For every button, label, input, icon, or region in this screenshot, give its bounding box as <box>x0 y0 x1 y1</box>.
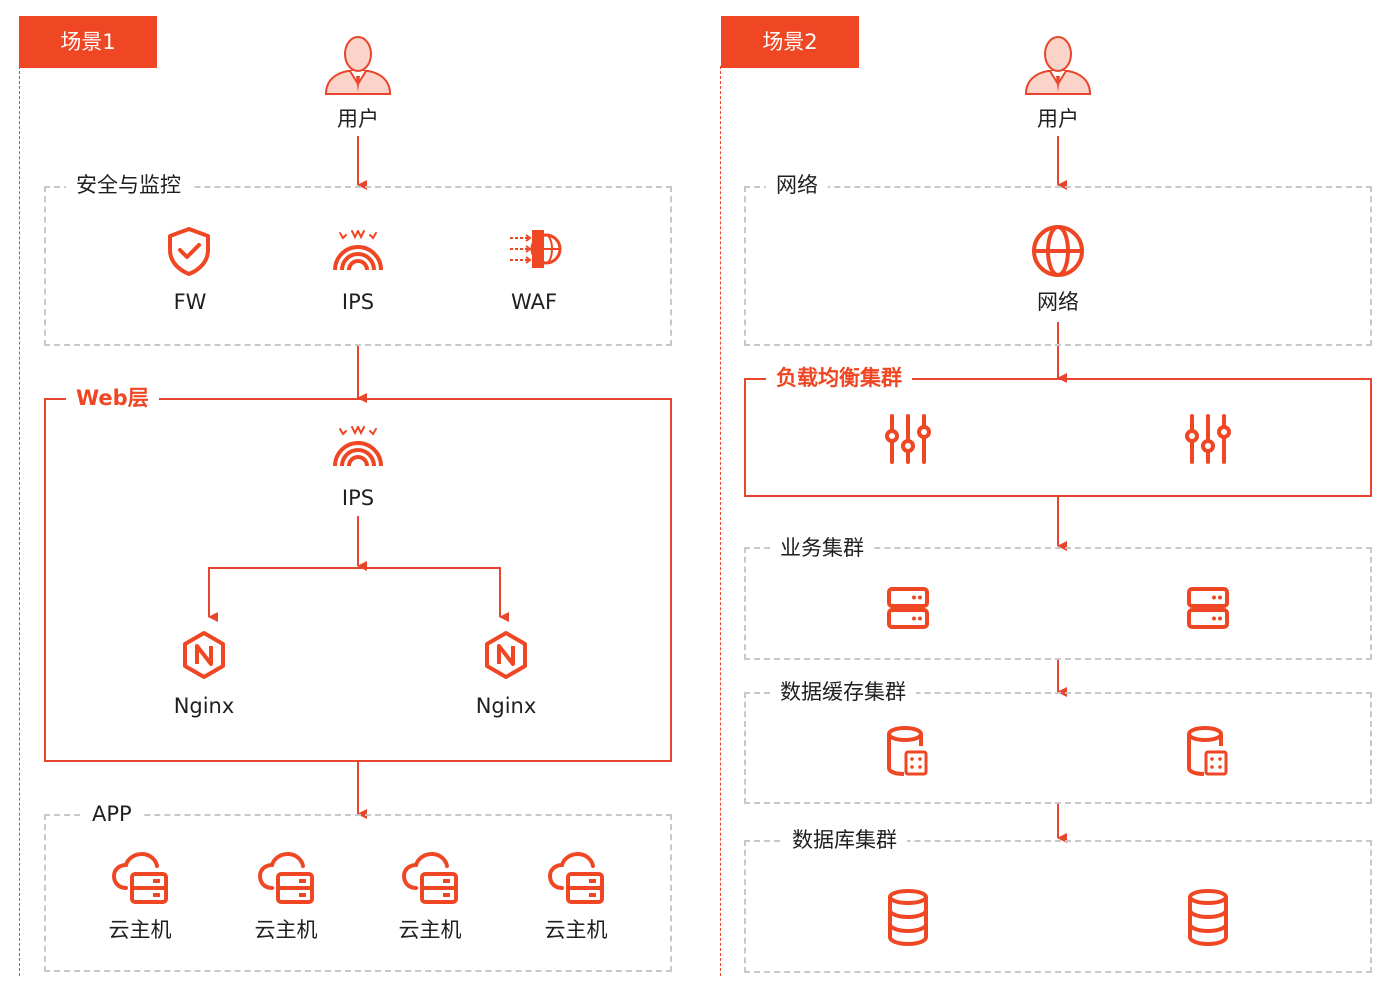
user-label: 用户 <box>337 107 379 131</box>
scenario1-dashed-divider <box>19 66 20 976</box>
data-cache-cluster-box <box>744 692 1372 804</box>
cloud-host-label-4: 云主机 <box>544 918 608 942</box>
cloud-server-icon <box>112 852 168 904</box>
load-balancer-cluster-box <box>744 378 1372 497</box>
scenario2-tag: 场景2 <box>721 16 859 68</box>
database-icon <box>1188 889 1228 946</box>
user-icon <box>1024 36 1092 95</box>
nginx-label-left: Nginx <box>173 694 235 718</box>
ips-label-security: IPS <box>341 290 375 314</box>
nginx-icon <box>183 631 225 679</box>
web-layer-box <box>44 398 672 762</box>
cloud-server-icon <box>258 852 314 904</box>
app-box <box>44 814 672 972</box>
database-cluster-title: 数据库集群 <box>782 827 907 853</box>
globe-icon <box>1032 225 1084 277</box>
app-box-title: APP <box>82 801 142 827</box>
waf-icon <box>510 230 562 268</box>
scenario1-tag: 场景1 <box>19 16 157 68</box>
server-icon <box>887 587 929 629</box>
user-icon <box>324 36 392 95</box>
network-item-label: 网络 <box>1037 290 1079 314</box>
nginx-label-right: Nginx <box>475 694 537 718</box>
waf-label: WAF <box>510 290 558 314</box>
ips-icon <box>333 426 383 467</box>
business-cluster-box <box>744 547 1372 660</box>
cloud-host-label-2: 云主机 <box>254 918 318 942</box>
cache-database-icon <box>887 726 928 776</box>
split-line <box>208 567 501 616</box>
nginx-icon <box>485 631 527 679</box>
scenario2-dashed-divider <box>720 66 721 976</box>
cloud-server-icon <box>548 852 604 904</box>
load-balancer-sliders-icon <box>1185 414 1231 464</box>
network-box-title: 网络 <box>766 172 828 198</box>
firewall-shield-icon <box>168 227 210 276</box>
ips-icon <box>333 230 383 271</box>
load-balancer-sliders-icon <box>885 414 931 464</box>
user-label-2: 用户 <box>1037 107 1079 131</box>
web-layer-title: Web层 <box>66 385 159 411</box>
cloud-host-label-3: 云主机 <box>398 918 462 942</box>
network-box <box>744 186 1372 346</box>
database-icon <box>888 889 928 946</box>
business-cluster-title: 业务集群 <box>770 535 874 561</box>
database-cluster-box <box>744 840 1372 973</box>
fw-label: FW <box>173 290 207 314</box>
data-cache-cluster-title: 数据缓存集群 <box>770 679 916 705</box>
security-monitoring-box <box>44 186 672 346</box>
cloud-host-label-1: 云主机 <box>108 918 172 942</box>
server-icon <box>1187 587 1229 629</box>
cloud-server-icon <box>402 852 458 904</box>
security-box-title: 安全与监控 <box>66 172 191 198</box>
cache-database-icon <box>1187 726 1228 776</box>
load-balancer-title: 负载均衡集群 <box>766 365 912 391</box>
ips-label-web: IPS <box>341 486 375 510</box>
